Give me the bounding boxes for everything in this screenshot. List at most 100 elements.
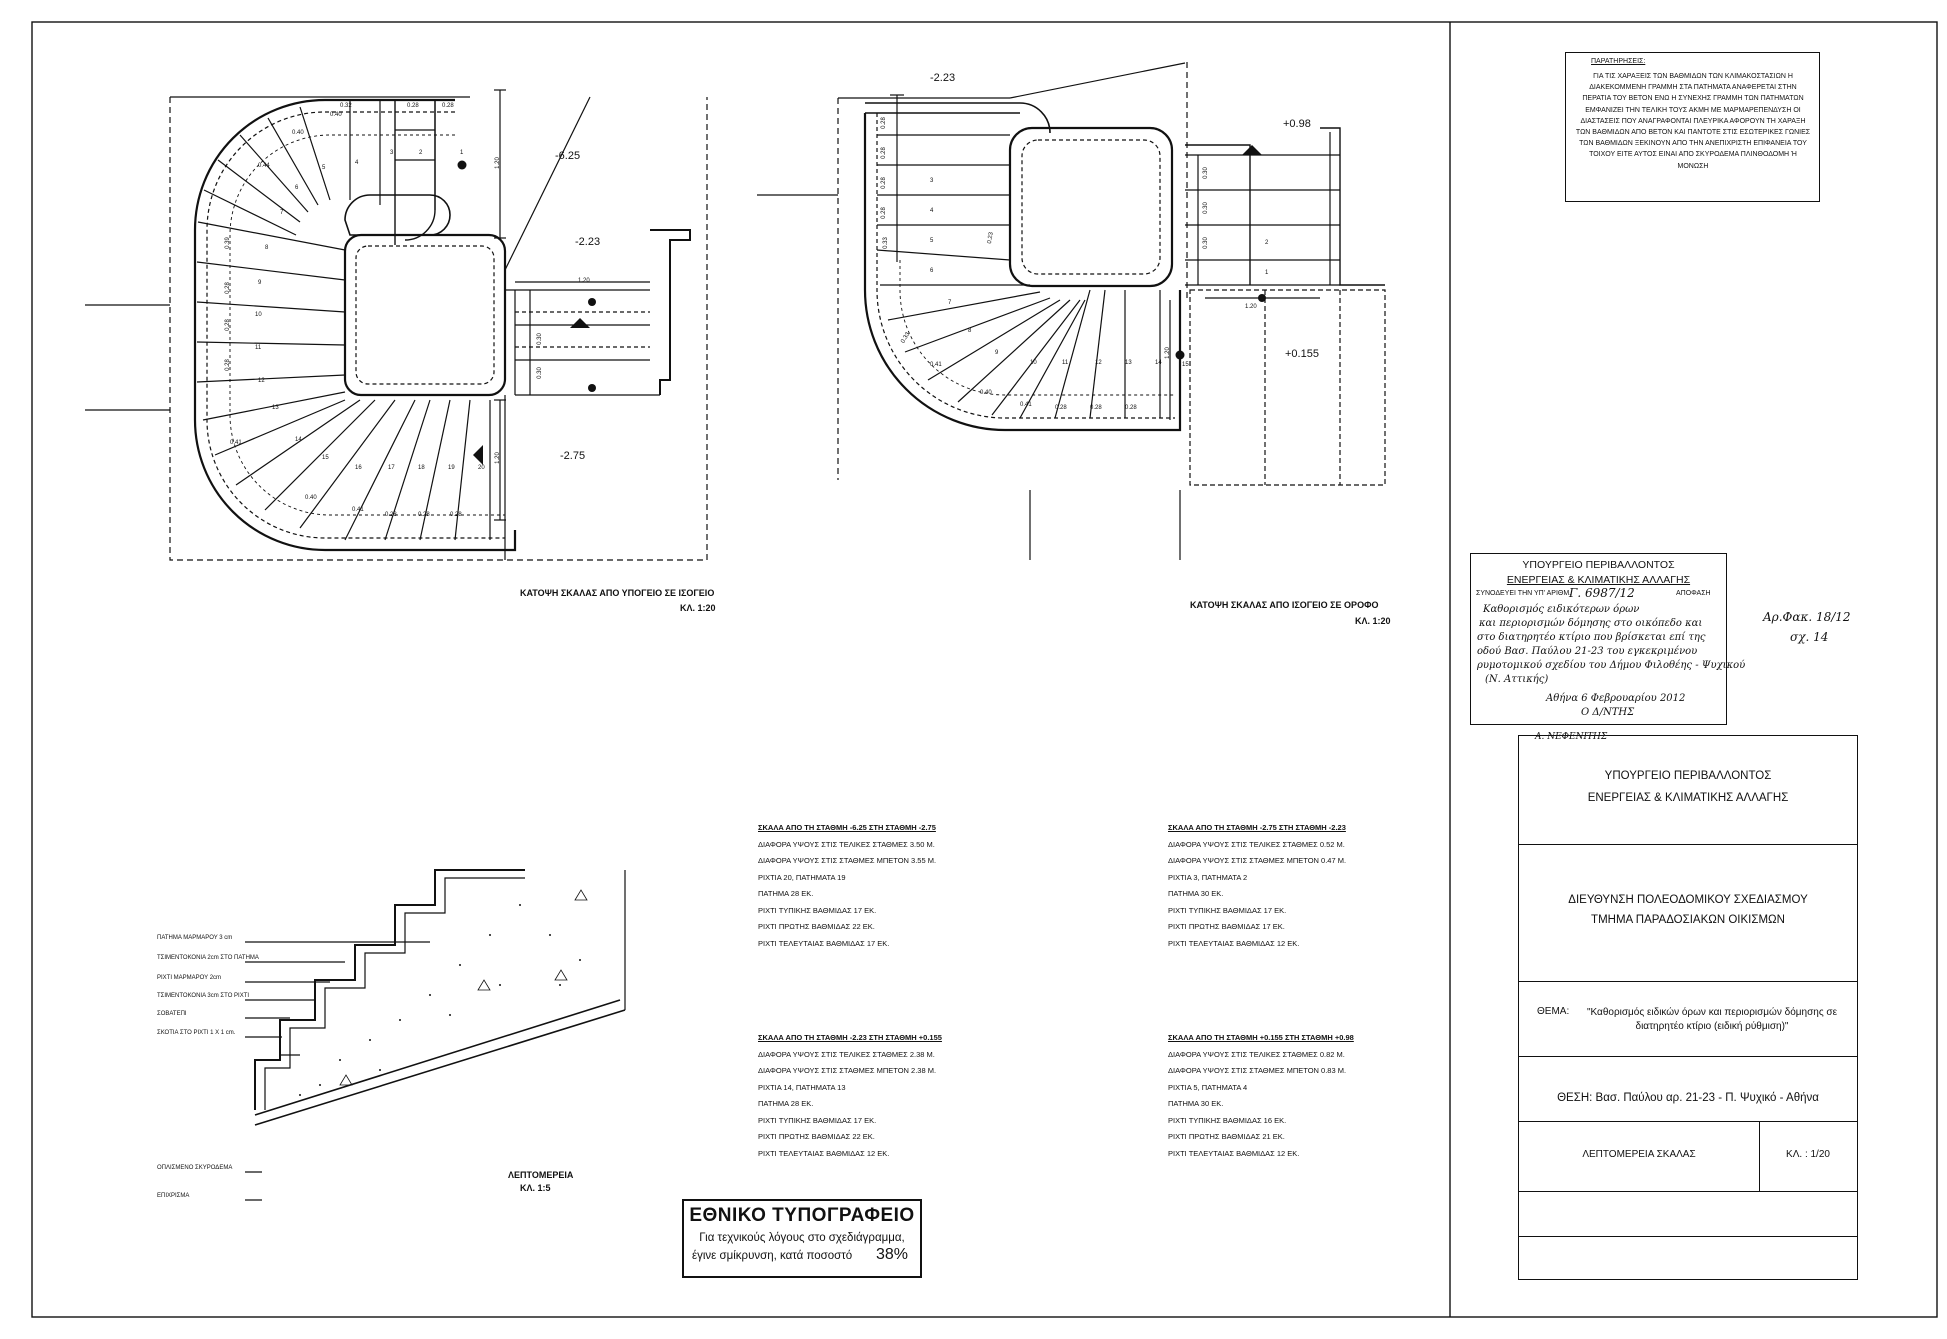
step-number: 6 bbox=[295, 185, 299, 191]
schedule-line: ΔΙΑΦΟΡΑ ΥΨΟΥΣ ΣΤΙΣ ΣΤΑΘΜΕΣ ΜΠΕΤΟΝ 0.47 Μ… bbox=[1168, 856, 1347, 865]
step-number: 6 bbox=[930, 268, 934, 274]
subject-text: "Καθορισμός ειδικών όρων και περιορισμών… bbox=[1586, 1007, 1838, 1032]
detail-label: ΣΟΒΑΤΕΠΙ bbox=[157, 1011, 187, 1017]
schedule-line: ΡΙΧΤΙ ΠΡΩΤΗΣ ΒΑΘΜΙΔΑΣ 21 ΕΚ. bbox=[1168, 1132, 1285, 1141]
stair-plan-2 bbox=[757, 62, 1386, 560]
dimension-label: 0.28 bbox=[880, 147, 887, 159]
dimension-label: 0.41 bbox=[352, 507, 364, 513]
stamp-handwriting: οδού Βασ. Παύλου 21-23 του εγκεκριμένου bbox=[1477, 646, 1698, 657]
schedule-line: ΡΙΧΤΙ ΤΕΛΕΥΤΑΙΑΣ ΒΑΘΜΙΔΑΣ 12 ΕΚ. bbox=[758, 1148, 890, 1158]
publisher-stamp: ΕΘΝΙΚΟ ΤΥΠΟΓΡΑΦΕΙΟ Για τεχνικούς λόγους … bbox=[682, 1199, 922, 1278]
step-number: 2 bbox=[1265, 240, 1269, 246]
schedule-line: ΡΙΧΤΙ ΠΡΩΤΗΣ ΒΑΘΜΙΔΑΣ 22 ΕΚ. bbox=[758, 1132, 875, 1141]
dimension-label: 1.20 bbox=[1164, 347, 1171, 359]
stair-schedule: ΣΚΑΛΑ ΑΠΟ ΤΗ ΣΤΑΘΜΗ -2.75 ΣΤΗ ΣΤΑΘΜΗ -2.… bbox=[1168, 820, 1346, 952]
dimension-label: 1.20 bbox=[494, 157, 501, 169]
publisher-name: ΕΘΝΙΚΟ ΤΥΠΟΓΡΑΦΕΙΟ bbox=[689, 1205, 915, 1226]
detail-scale: ΚΛ. 1:5 bbox=[520, 1183, 551, 1193]
step-number: 2 bbox=[419, 150, 423, 156]
step-number: 13 bbox=[1125, 360, 1132, 366]
step-number: 10 bbox=[255, 312, 262, 318]
schedule-line: ΔΙΑΦΟΡΑ ΥΨΟΥΣ ΣΤΙΣ ΣΤΑΘΜΕΣ ΜΠΕΤΟΝ 0.83 Μ… bbox=[1168, 1066, 1347, 1075]
detail-label: ΣΚΟΤΙΑ ΣΤΟ ΡΙΧΤΙ 1 Χ 1 cm. bbox=[157, 1030, 236, 1036]
step-number: 15 bbox=[322, 455, 329, 461]
dimension-label: 0.41 bbox=[1020, 402, 1032, 408]
dimension-label: 0.28 bbox=[880, 117, 887, 129]
notes-box: ΠΑΡΑΤΗΡΗΣΕΙΣ: ΓΙΑ ΤΙΣ ΧΑΡΑΞΕΙΣ ΤΩΝ ΒΑΘΜΙ… bbox=[1565, 52, 1820, 202]
level-mark: -2.23 bbox=[930, 72, 956, 84]
dimension-label: 0.41 bbox=[230, 440, 242, 446]
schedule-line: ΔΙΑΦΟΡΑ ΥΨΟΥΣ ΣΤΙΣ ΤΕΛΙΚΕΣ ΣΤΑΘΜΕΣ 0.52 … bbox=[1168, 839, 1345, 849]
schedule-line: ΡΙΧΤΙ ΤΥΠΙΚΗΣ ΒΑΘΜΙΔΑΣ 17 ΕΚ. bbox=[758, 905, 877, 915]
schedule-title: ΣΚΑΛΑ ΑΠΟ ΤΗ ΣΤΑΘΜΗ -6.25 ΣΤΗ ΣΤΑΘΜΗ -2.… bbox=[758, 823, 936, 832]
schedule-line: ΡΙΧΤΙ ΤΥΠΙΚΗΣ ΒΑΘΜΙΔΑΣ 17 ΕΚ. bbox=[1168, 905, 1287, 915]
title-block: ΥΠΟΥΡΓΕΙΟ ΠΕΡΙΒΑΛΛΟΝΤΟΣ ΕΝΕΡΓΕΙΑΣ & ΚΛΙΜ… bbox=[1518, 735, 1858, 1280]
stamp-handwriting: στο διατηρητέο κτίριο που βρίσκεται επί … bbox=[1477, 632, 1706, 643]
dimension-label: 0.32 bbox=[340, 103, 352, 109]
step-number: 19 bbox=[448, 465, 455, 471]
schedule-line: ΡΙΧΤΙ ΤΕΛΕΥΤΑΙΑΣ ΒΑΘΜΙΔΑΣ 12 ΕΚ. bbox=[1168, 1148, 1300, 1158]
publisher-note: Για τεχνικούς λόγους στο σχεδιάγραμμα, bbox=[699, 1232, 905, 1244]
step-number: 16 bbox=[355, 465, 362, 471]
step-number: 5 bbox=[322, 165, 326, 171]
department-name: ΤΜΗΜΑ ΠΑΡΑΔΟΣΙΑΚΩΝ ΟΙΚΙΣΜΩΝ bbox=[1591, 914, 1785, 926]
step-number: 7 bbox=[280, 210, 284, 216]
level-mark: +0.155 bbox=[1285, 348, 1319, 360]
detail-label: ΤΣΙΜΕΝΤΟΚΟΝΙΑ 2cm ΣΤΟ ΠΑΤΗΜΑ bbox=[157, 955, 259, 961]
schedule-line: ΠΑΤΗΜΑ 30 ΕΚ. bbox=[1168, 1099, 1224, 1108]
notes-title: ΠΑΡΑΤΗΡΗΣΕΙΣ: bbox=[1591, 58, 1646, 65]
schedule-line: ΡΙΧΤΙΑ 14, ΠΑΤΗΜΑΤΑ 13 bbox=[758, 1082, 846, 1092]
dimension-label: 0.28 bbox=[880, 177, 887, 189]
schedule-line: ΠΑΤΗΜΑ 30 ΕΚ. bbox=[1168, 889, 1224, 898]
dimension-label: 0.40 bbox=[330, 112, 342, 118]
schedule-line: ΡΙΧΤΙ ΤΕΛΕΥΤΑΙΑΣ ΒΑΘΜΙΔΑΣ 12 ΕΚ. bbox=[1168, 938, 1300, 948]
stamp-line: ΣΥΝΟΔΕΥΕΙ ΤΗΝ ΥΠ' ΑΡΙΘΜ. bbox=[1476, 590, 1572, 597]
schedule-title: ΣΚΑΛΑ ΑΠΟ ΤΗ ΣΤΑΘΜΗ -2.23 ΣΤΗ ΣΤΑΘΜΗ +0.… bbox=[758, 1033, 942, 1042]
step-number: 20 bbox=[478, 465, 485, 471]
directorate-name: ΔΙΕΥΘΥΝΣΗ ΠΟΛΕΟΔΟΜΙΚΟΥ ΣΧΕΔΙΑΣΜΟΥ bbox=[1568, 894, 1808, 906]
step-number: 9 bbox=[258, 280, 262, 286]
stair-plan-1 bbox=[85, 89, 708, 561]
dimension-label: 0.28 bbox=[224, 319, 231, 331]
dimension-label: 0.40 bbox=[305, 495, 317, 501]
step-number: 11 bbox=[1062, 360, 1069, 366]
step-number: 9 bbox=[995, 350, 999, 356]
step-number: 7 bbox=[948, 300, 952, 306]
step-number: 3 bbox=[930, 178, 934, 184]
stair-schedule: ΣΚΑΛΑ ΑΠΟ ΤΗ ΣΤΑΘΜΗ -6.25 ΣΤΗ ΣΤΑΘΜΗ -2.… bbox=[758, 820, 936, 952]
dimension-label: 0.28 bbox=[450, 512, 462, 518]
schedule-title: ΣΚΑΛΑ ΑΠΟ ΤΗ ΣΤΑΘΜΗ +0.155 ΣΤΗ ΣΤΑΘΜΗ +0… bbox=[1168, 1033, 1354, 1042]
step-number: 4 bbox=[930, 208, 934, 214]
dimension-label: 0.44 bbox=[258, 163, 270, 169]
dimension-label: 0.30 bbox=[1202, 237, 1209, 249]
dimension-label: 0.28 bbox=[880, 207, 887, 219]
step-number: 10 bbox=[1030, 360, 1037, 366]
plan-1-title: ΚΑΤΟΨΗ ΣΚΑΛΑΣ ΑΠΟ ΥΠΟΓΕΙΟ ΣΕ ΙΣΟΓΕΙΟ bbox=[520, 588, 715, 598]
step-number: 8 bbox=[265, 245, 269, 251]
level-mark: -2.75 bbox=[560, 450, 586, 462]
schedule-line: ΡΙΧΤΙΑ 5, ΠΑΤΗΜΑΤΑ 4 bbox=[1168, 1082, 1248, 1092]
step-number: 14 bbox=[1155, 360, 1162, 366]
approval-stamp: ΥΠΟΥΡΓΕΙΟ ΠΕΡΙΒΑΛΛΟΝΤΟΣ ΕΝΕΡΓΕΙΑΣ & ΚΛΙΜ… bbox=[1470, 553, 1745, 725]
step-number: 8 bbox=[968, 328, 972, 334]
detail-label: ΡΙΧΤΙ ΜΑΡΜΑΡΟΥ 2cm bbox=[157, 975, 222, 981]
file-number-note: σχ. 14 bbox=[1790, 630, 1829, 644]
schedule-title: ΣΚΑΛΑ ΑΠΟ ΤΗ ΣΤΑΘΜΗ -2.75 ΣΤΗ ΣΤΑΘΜΗ -2.… bbox=[1168, 823, 1346, 832]
schedule-line: ΔΙΑΦΟΡΑ ΥΨΟΥΣ ΣΤΙΣ ΣΤΑΘΜΕΣ ΜΠΕΤΟΝ 2.38 Μ… bbox=[758, 1066, 937, 1075]
step-number: 12 bbox=[258, 378, 265, 384]
sheet-frame bbox=[31, 21, 1938, 1318]
level-mark: -6.25 bbox=[555, 150, 581, 162]
stamp-handwriting: (Ν. Αττικής) bbox=[1485, 674, 1549, 685]
schedule-line: ΔΙΑΦΟΡΑ ΥΨΟΥΣ ΣΤΙΣ ΤΕΛΙΚΕΣ ΣΤΑΘΜΕΣ 3.50 … bbox=[758, 839, 935, 849]
stamp-handwriting: και περιορισμών δόμησης στο οικόπεδο και bbox=[1479, 618, 1703, 629]
drawing-name: ΛΕΠΤΟΜΕΡΕΙΑ ΣΚΑΛΑΣ bbox=[1582, 1149, 1696, 1160]
step-number: 17 bbox=[388, 465, 395, 471]
stair-schedule: ΣΚΑΛΑ ΑΠΟ ΤΗ ΣΤΑΘΜΗ -2.23 ΣΤΗ ΣΤΑΘΜΗ +0.… bbox=[758, 1030, 942, 1162]
schedule-line: ΡΙΧΤΙ ΤΥΠΙΚΗΣ ΒΑΘΜΙΔΑΣ 16 ΕΚ. bbox=[1168, 1115, 1287, 1125]
step-number: 4 bbox=[355, 160, 359, 166]
schedule-line: ΡΙΧΤΙ ΤΕΛΕΥΤΑΙΑΣ ΒΑΘΜΙΔΑΣ 17 ΕΚ. bbox=[758, 938, 890, 948]
detail-label: ΤΣΙΜΕΝΤΟΚΟΝΙΑ 3cm ΣΤΟ ΡΙΧΤΙ bbox=[157, 993, 250, 999]
dimension-label: 0.30 bbox=[1202, 167, 1209, 179]
